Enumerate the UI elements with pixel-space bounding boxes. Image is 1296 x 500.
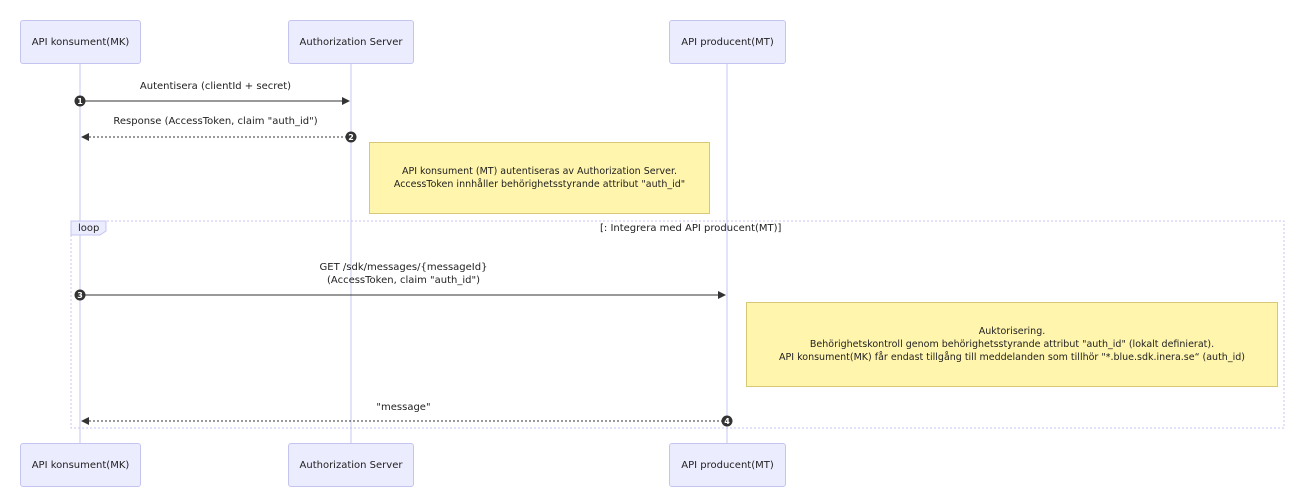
actor-mk-bottom: API konsument(MK) — [20, 443, 141, 487]
message-3-number: 3 — [77, 291, 83, 300]
message-3-label-line1: GET /sdk/messages/{messageId} — [319, 262, 488, 273]
note-authentication-line1: API konsument (MT) autentiseras av Autho… — [401, 166, 677, 177]
note-authorization-line1: Auktorisering. — [978, 326, 1046, 337]
actor-mt-bottom: API producent(MT) — [669, 443, 786, 487]
actor-mt-top: API producent(MT) — [669, 20, 786, 64]
loop-frame — [70, 220, 1285, 429]
loop-label: loop — [78, 222, 100, 234]
message-4-label: "message" — [376, 402, 431, 413]
message-3-number-badge — [74, 289, 86, 301]
actor-as-bottom: Authorization Server — [288, 443, 414, 487]
note-authorization-line3: API konsument(MK) får endast tillgång ti… — [779, 352, 1245, 363]
message-1-number: 1 — [77, 97, 83, 106]
message-4-number: 4 — [724, 417, 730, 426]
message-3-label-line2: (AccessToken, claim "auth_id") — [327, 275, 480, 286]
message-2-number: 2 — [348, 133, 354, 142]
message-1-label: Autentisera (clientId + secret) — [139, 81, 292, 92]
note-authorization-line2: Behörighetskontroll genom behörighetssty… — [809, 339, 1215, 350]
actor-as-top: Authorization Server — [288, 20, 414, 64]
note-authentication-line2: AccessToken innhåller behörighetsstyrand… — [393, 179, 686, 190]
message-1-number-badge — [74, 95, 86, 107]
note-authentication: API konsument (MT) autentiseras av Autho… — [369, 142, 710, 214]
note-authorization: Auktorisering. Behörighetskontroll genom… — [746, 302, 1278, 387]
message-4-number-badge — [721, 415, 733, 427]
message-2-label: Response (AccessToken, claim "auth_id") — [113, 116, 318, 127]
loop-condition: [: Integrera med API producent(MT)] — [600, 223, 782, 234]
actor-mk-top: API konsument(MK) — [20, 20, 141, 64]
loop-tag-shape — [70, 220, 107, 236]
message-2-number-badge — [345, 131, 357, 143]
